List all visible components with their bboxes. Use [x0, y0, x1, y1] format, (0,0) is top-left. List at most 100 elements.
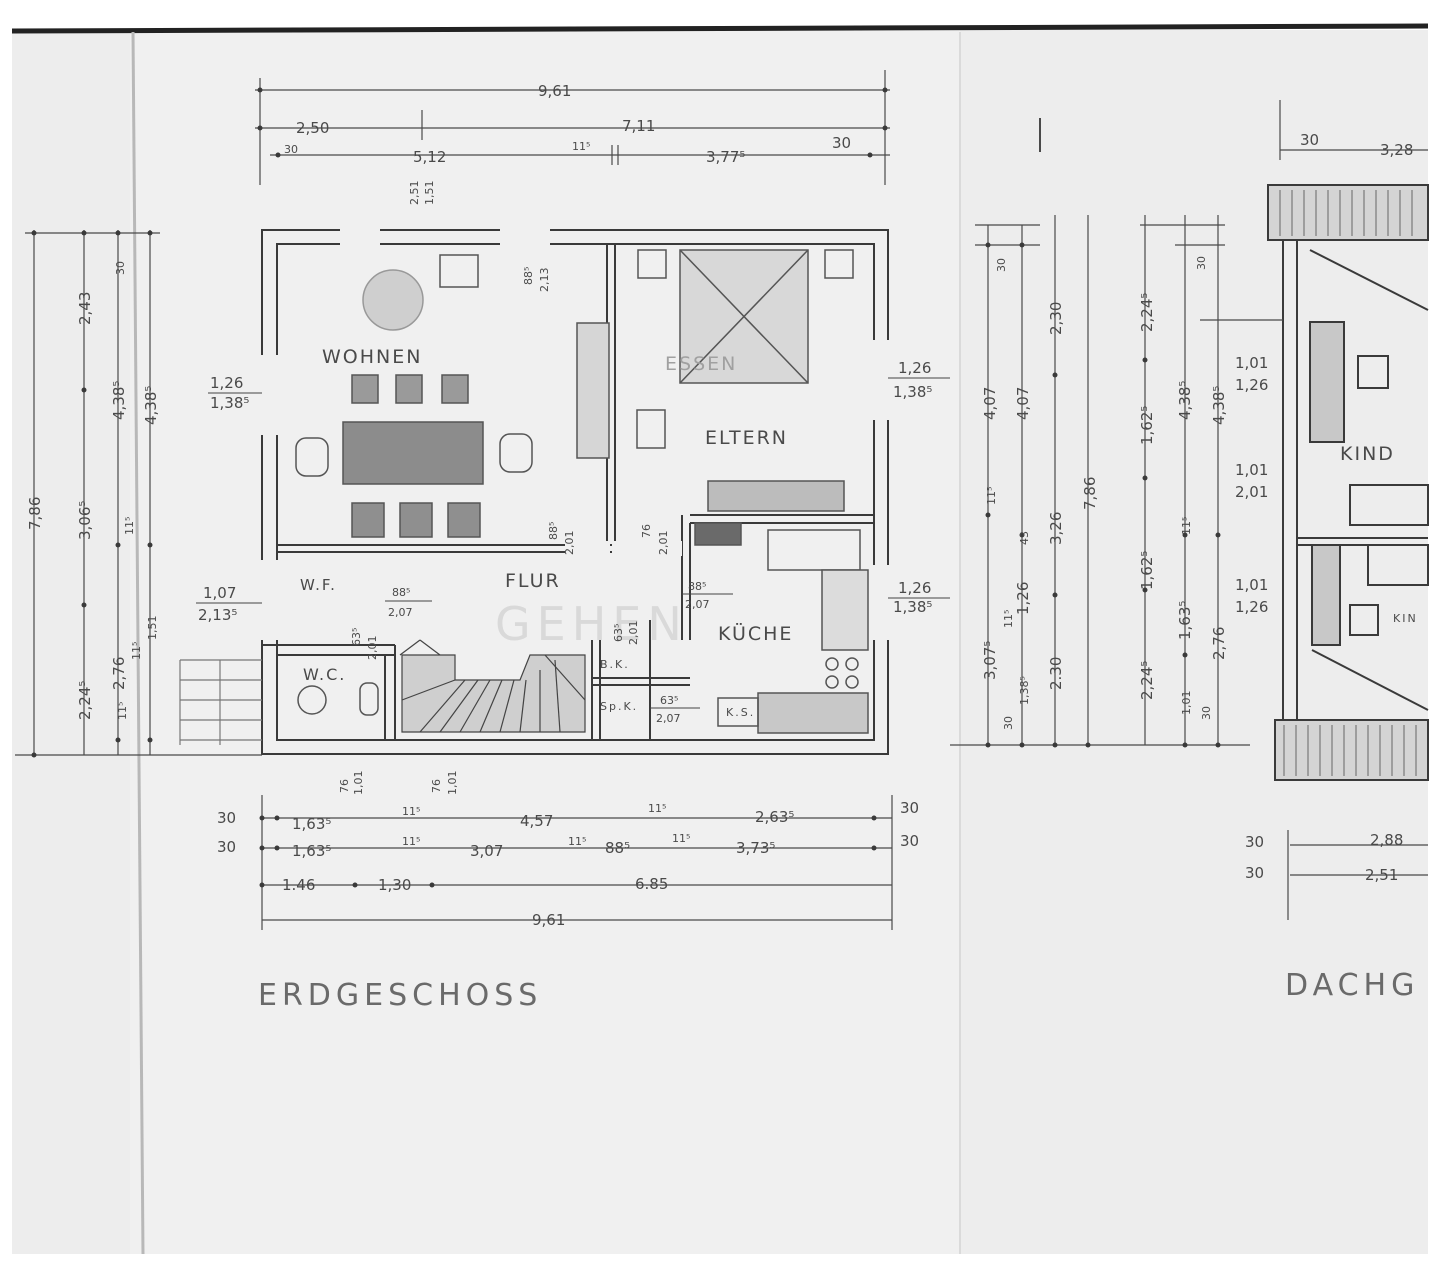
attic-dim-bottom-r2-251: 2,51	[1365, 866, 1398, 884]
dim-left-115a: 11⁵	[123, 517, 136, 535]
attic-dim-bottom-r1-30: 30	[1245, 833, 1264, 851]
door-front-height: 2,13⁵	[198, 606, 237, 624]
attic-dim-276: 2,76	[1210, 627, 1228, 660]
window-w1-height: 1,38⁵	[210, 394, 249, 412]
dim-bottom-s-101b: 1,01	[446, 771, 459, 796]
dim-right-c2-407: 4,07	[1014, 387, 1032, 420]
attic-room-kin: KIN	[1393, 612, 1418, 625]
dim-top-151: 1,51	[423, 181, 436, 206]
dim-bottom-r2-30l: 30	[217, 838, 236, 856]
dim-top-711: 7,11	[622, 117, 655, 135]
room-label-eltern: ELTERN	[705, 427, 788, 449]
attic-hatching	[1279, 190, 1417, 776]
attic-dim-101: 1,01	[1180, 691, 1193, 716]
attic-dim-224a: 2,24⁵	[1138, 293, 1156, 332]
ground-floor-walls	[261, 229, 889, 755]
dim-right-c2-126: 1,26	[1014, 582, 1032, 615]
dim-bottom-r1-30r: 30	[900, 799, 919, 817]
window-w3-height: 1,38⁵	[893, 383, 932, 401]
dim-bottom-s-101a: 1,01	[352, 771, 365, 796]
dim-right-c1-30b: 30	[1002, 716, 1015, 730]
door-d2-width: 88⁵	[547, 522, 560, 540]
dim-bottom-r2-30r: 30	[900, 832, 919, 850]
room-label-spk: Sp.K.	[600, 700, 638, 713]
attic-dim-115: 11⁵	[1180, 517, 1193, 535]
ground-floor-furniture	[295, 249, 869, 734]
dim-bottom-r1-263: 2,63⁵	[755, 808, 794, 826]
window-w3-width: 1,26	[898, 359, 931, 377]
window-w4-width: 1,26	[898, 579, 931, 597]
dim-bottom-r1-115b: 11⁵	[648, 802, 666, 815]
dim-top-377: 3,77⁵	[706, 148, 745, 166]
attic-dim-30a: 30	[1195, 256, 1208, 270]
dim-top-total: 9,61	[538, 82, 571, 100]
dim-left-30: 30	[114, 261, 127, 275]
attic-dim-bottom-r1-288: 2,88	[1370, 831, 1403, 849]
dim-right-c3-326: 3,26	[1047, 512, 1065, 545]
plan-title-erdgeschoss: ERDGESCHOSS	[258, 978, 542, 1013]
door-d3-height: 2,01	[657, 531, 670, 556]
attic-dim-438b: 4,38⁵	[1210, 386, 1228, 425]
attic-dim-top-328: 3,28	[1380, 141, 1413, 159]
room-label-wf: W.F.	[300, 576, 337, 594]
door-front-width: 1,07	[203, 584, 236, 602]
door-d4-height: 2,07	[388, 606, 413, 619]
attic-window-w2-width: 1,01	[1235, 461, 1268, 479]
plan-title-dachgeschoss: DACHG	[1285, 968, 1419, 1003]
door-d6-height: 2,01	[627, 621, 640, 646]
door-d4-width: 88⁵	[392, 586, 410, 599]
dim-bottom-r2-307: 3,07	[470, 842, 503, 860]
dimension-tick-dots	[31, 87, 1221, 888]
dim-bottom-r2-115b: 11⁵	[568, 835, 586, 848]
dim-bottom-r4-961: 9,61	[532, 911, 565, 929]
dim-left-total: 7,86	[26, 497, 44, 530]
dim-bottom-r1-163: 1,63⁵	[292, 815, 331, 833]
room-label-bk: B.K.	[600, 658, 630, 671]
dim-left-438b: 4,38⁵	[142, 386, 160, 425]
attic-window-w1-height: 1,26	[1235, 376, 1268, 394]
ground-floor-openings	[258, 226, 892, 640]
room-label-wc: W.C.	[303, 665, 346, 684]
attic-dim-bottom-r2-30: 30	[1245, 864, 1264, 882]
dim-top-30b: 30	[832, 134, 851, 152]
door-d5-height: 2,07	[685, 598, 710, 611]
dim-bottom-s-76a: 76	[338, 779, 351, 793]
paper-fold-left	[131, 31, 145, 1255]
entrance-steps	[179, 659, 262, 745]
attic-window-w3-height: 1,26	[1235, 598, 1268, 616]
dim-right-c3-230: 2,30	[1047, 302, 1065, 335]
attic-dim-224b: 2,24⁵	[1138, 661, 1156, 700]
door-d1-height: 2,13	[538, 268, 551, 293]
attic-dim-163: 1,63⁵	[1176, 601, 1194, 640]
dim-bottom-r2-115c: 11⁵	[672, 832, 690, 845]
attic-dim-438a: 4,38⁵	[1176, 381, 1194, 420]
dim-right-c1-307: 3,07⁵	[981, 641, 999, 680]
window-w1-width: 1,26	[210, 374, 243, 392]
dim-left-224: 2,24⁵	[76, 681, 94, 720]
door-d7-height: 2,07	[656, 712, 681, 725]
dim-right-c2-115: 11⁵	[1002, 610, 1015, 628]
attic-dim-162b: 1,62⁵	[1138, 551, 1156, 590]
attic-walls	[1267, 184, 1429, 781]
door-d6-width: 63⁵	[612, 624, 625, 642]
dim-left-115c: 11⁵	[116, 702, 129, 720]
dim-bottom-r2-163: 1,63⁵	[292, 842, 331, 860]
dim-bottom-r2-373: 3,73⁵	[736, 839, 775, 857]
dim-left-151: 1,51	[146, 616, 159, 641]
dim-right-c3-230b: 2.30	[1047, 657, 1065, 690]
dim-left-306: 3,06⁵	[76, 501, 94, 540]
room-label-essen: ESSEN	[665, 353, 737, 375]
room-label-kueche: KÜCHE	[718, 622, 793, 645]
dim-right-c1-115: 11⁵	[985, 487, 998, 505]
door-d3-width: 76	[640, 524, 653, 538]
door-d7-width: 63⁵	[660, 694, 678, 707]
dim-bottom-r1-115a: 11⁵	[402, 805, 420, 818]
dim-bottom-r1-30l: 30	[217, 809, 236, 827]
attic-dim-162a: 1,62⁵	[1138, 406, 1156, 445]
dim-left-243: 2,43	[76, 292, 94, 325]
dim-bottom-r3-685: 6.85	[635, 875, 668, 893]
dim-bottom-r3-146: 1.46	[282, 876, 315, 894]
attic-dim-30b: 30	[1200, 706, 1213, 720]
dim-left-276: 2,76	[110, 657, 128, 690]
